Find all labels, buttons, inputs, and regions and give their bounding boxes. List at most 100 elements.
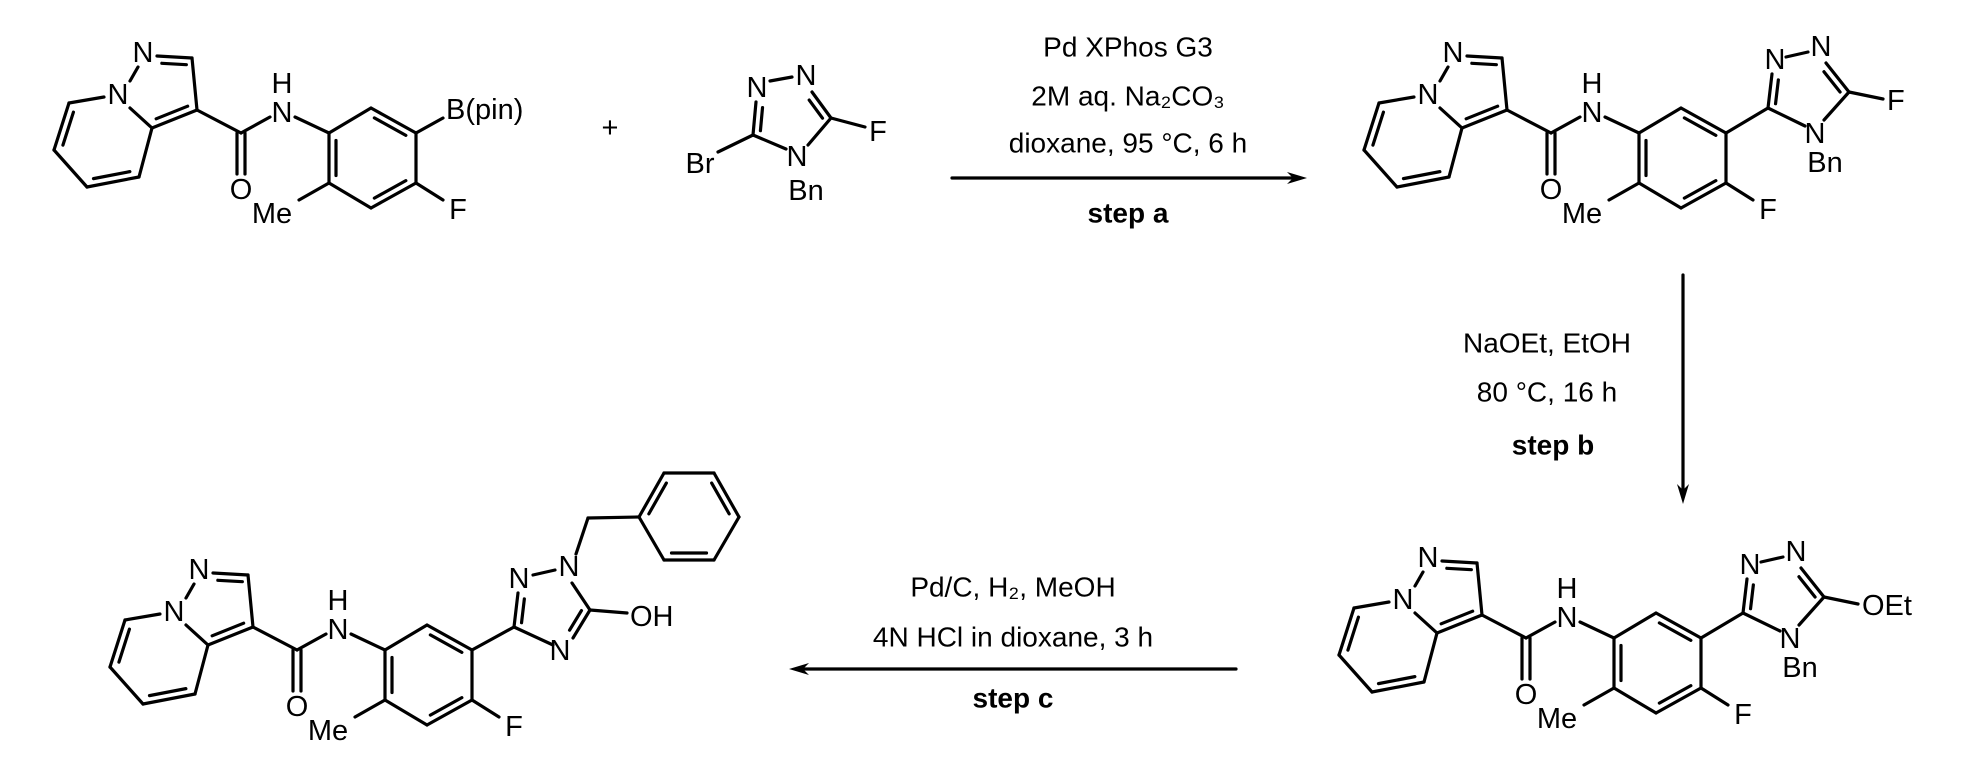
step-c-label: step c [973, 683, 1054, 714]
bond [1339, 655, 1372, 692]
carbonyl-o-label: O [1540, 174, 1563, 206]
bond [1339, 608, 1354, 655]
bromo-label: Br [686, 148, 715, 180]
bond [753, 102, 756, 135]
bridgehead-n-label: N [1393, 584, 1414, 616]
bond-inner [649, 483, 667, 514]
bond [1824, 597, 1858, 604]
bond-inner [760, 108, 762, 131]
bond [514, 593, 518, 627]
bond [1526, 622, 1555, 638]
bond [139, 128, 152, 177]
bond [576, 518, 588, 554]
bridgehead-n-label: N [108, 79, 129, 111]
step-a-base: 2M aq. Na₂CO₃ [1031, 81, 1224, 112]
bond-inner [1472, 63, 1497, 64]
benzyl-label: Bn [1782, 652, 1817, 684]
bond [1639, 183, 1681, 208]
bond [1364, 103, 1379, 150]
bond [1415, 572, 1423, 586]
amide-h-label: H [1557, 573, 1578, 605]
plus-sign: + [602, 112, 619, 144]
bond [186, 625, 208, 645]
triazole-n1-label: N [747, 72, 768, 104]
bond [1364, 150, 1397, 187]
bond [1701, 613, 1743, 638]
bond [590, 610, 627, 613]
bond [1761, 557, 1783, 562]
bond [1482, 615, 1526, 638]
bond-inner [1824, 72, 1840, 92]
bond [1609, 183, 1639, 200]
bond-inner [1684, 181, 1716, 199]
bond-inner [1378, 677, 1414, 684]
carbonyl-o-label: O [230, 174, 253, 206]
amide-h-label: H [1582, 68, 1603, 100]
bond [1415, 613, 1437, 633]
bond [1614, 688, 1656, 713]
bond [297, 634, 326, 650]
pyrazole-n-label: N [189, 554, 210, 586]
step-c-arrow [789, 663, 1236, 675]
bond [533, 570, 555, 575]
step-a-arrow [952, 172, 1307, 184]
bond [812, 92, 831, 118]
step-c-acid-time: 4N HCl in dioxane, 3 h [873, 622, 1153, 653]
amide-n-label: N [328, 614, 349, 646]
methyl-label: Me [252, 198, 292, 230]
bond [718, 135, 753, 152]
bond [472, 700, 499, 717]
bromo-fluoro-triazole-reagent: NNNBnBrF [686, 60, 887, 207]
bond [197, 110, 241, 133]
bond [385, 625, 427, 650]
bond-inner [218, 580, 243, 581]
bond [514, 627, 553, 645]
bond [1507, 110, 1551, 133]
bond [639, 517, 664, 560]
methyl-label: Me [1562, 198, 1602, 230]
bond [213, 573, 248, 575]
triazole-substituent-label: F [1887, 85, 1905, 117]
bond [753, 135, 786, 149]
hydroxy-label: OH [630, 601, 674, 633]
bond [1584, 688, 1614, 705]
bond [130, 67, 138, 81]
bond [1551, 117, 1580, 133]
step-c-reagents: Pd/C, H₂, MeOH [910, 572, 1115, 603]
bond [295, 117, 329, 133]
triazole-n-label: N [509, 563, 530, 595]
conditions-layer: Pd XPhos G32M aq. Na₂CO₃dioxane, 95 °C, … [873, 32, 1631, 714]
triazole-n4-label: N [787, 141, 808, 173]
bond [299, 183, 329, 200]
bond [1440, 67, 1448, 81]
bond [714, 517, 739, 560]
bond [1824, 92, 1849, 120]
bond [573, 610, 590, 638]
bond-inner [430, 635, 462, 653]
bond-inner [1751, 585, 1754, 609]
bond-inner [712, 483, 730, 514]
step-a-label: step a [1088, 198, 1169, 229]
triazole-n1-label: N [1765, 44, 1786, 76]
bond [69, 97, 104, 103]
aryl-fluoro-label: F [1759, 194, 1777, 226]
bond [351, 634, 385, 650]
amide-n-label: N [272, 97, 293, 129]
aryl-fluoro-label: F [449, 194, 467, 226]
methyl-label: Me [1537, 703, 1577, 735]
bond [770, 77, 792, 81]
pyrazole-n-label: N [1418, 542, 1439, 574]
bond [1580, 622, 1614, 638]
aryl-fluoro-label: F [1734, 699, 1752, 731]
bond [186, 584, 194, 598]
bond [1467, 56, 1502, 58]
pyrazole-n-label: N [133, 37, 154, 69]
bond [1502, 58, 1507, 110]
triazole-n4-label: N [1780, 623, 1801, 655]
bond [831, 118, 865, 127]
bond [1440, 108, 1462, 128]
bond-inner [1659, 686, 1691, 704]
bond-inner [1659, 623, 1691, 641]
bond [808, 118, 831, 145]
carbonyl-o-label: O [286, 691, 309, 723]
